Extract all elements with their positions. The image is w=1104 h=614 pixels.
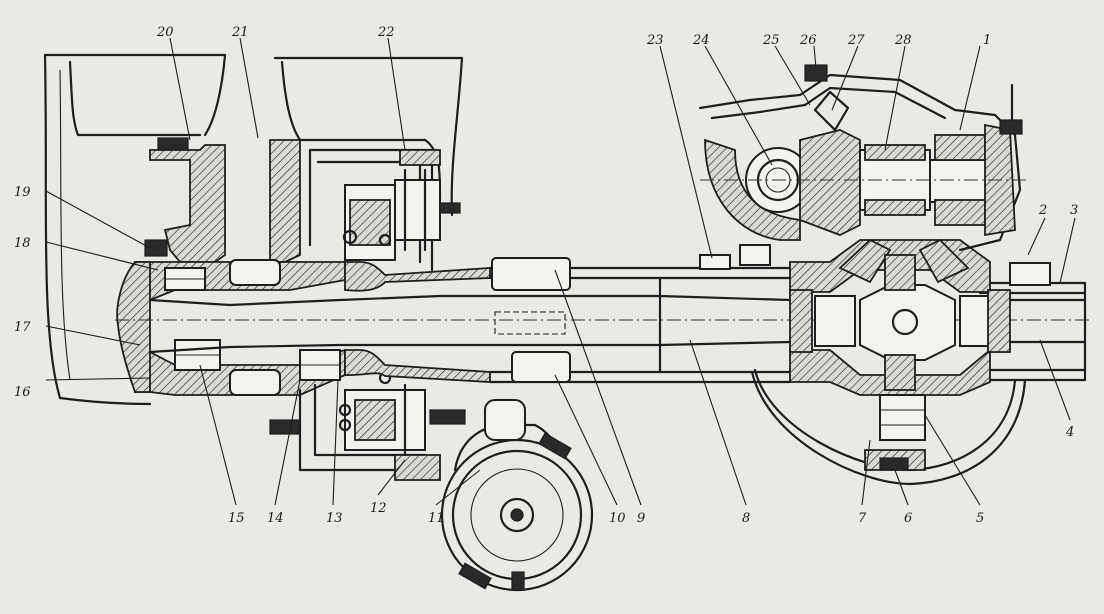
differential-housing	[750, 238, 1027, 486]
spring-pad-lower	[511, 351, 571, 383]
callout-7: 7	[858, 511, 867, 526]
callout-13: 13	[326, 511, 343, 526]
callout-2: 2	[1038, 203, 1047, 218]
inner-tire-outline	[273, 56, 464, 217]
callout-22: 22	[377, 25, 395, 40]
hub-cap	[116, 261, 151, 393]
spring-pad-upper	[491, 257, 571, 291]
callout-20: 20	[156, 25, 174, 40]
callout-4: 4	[1065, 425, 1074, 440]
callout-17: 17	[14, 320, 31, 335]
brake-drum	[298, 148, 466, 481]
leader-lines	[45, 37, 1076, 506]
callout-24: 24	[692, 33, 710, 48]
callout-26: 26	[799, 33, 817, 48]
callout-11: 11	[428, 511, 445, 526]
callout-3: 3	[1070, 203, 1078, 218]
callout-18: 18	[14, 236, 31, 251]
callout-28: 28	[894, 33, 912, 48]
drive-pinion-housing	[698, 64, 1030, 266]
carrier-lower	[789, 348, 991, 396]
callout-27: 27	[847, 33, 865, 48]
axle-shaft	[148, 294, 1087, 354]
brake-chamber	[440, 399, 594, 592]
callout-8: 8	[742, 511, 750, 526]
callout-16: 16	[14, 385, 31, 400]
callout-23: 23	[646, 33, 664, 48]
housing-flange	[704, 138, 801, 241]
callout-14: 14	[267, 511, 284, 526]
ring-gear	[838, 238, 892, 284]
callout-9: 9	[637, 511, 645, 526]
callout-6: 6	[904, 511, 912, 526]
callout-19: 19	[14, 185, 31, 200]
callout-5: 5	[976, 511, 984, 526]
axle-housing	[344, 254, 1087, 384]
callout-1: 1	[983, 33, 991, 48]
outer-tire-outline	[43, 53, 62, 400]
callout-labels: 1 2 3 4 5 6 7 8 9 10 11 12 13 14 15 16 1…	[14, 25, 1078, 526]
callout-15: 15	[228, 511, 245, 526]
callout-12: 12	[370, 501, 387, 516]
callout-25: 25	[762, 33, 780, 48]
callout-10: 10	[609, 511, 626, 526]
callout-21: 21	[231, 25, 249, 40]
